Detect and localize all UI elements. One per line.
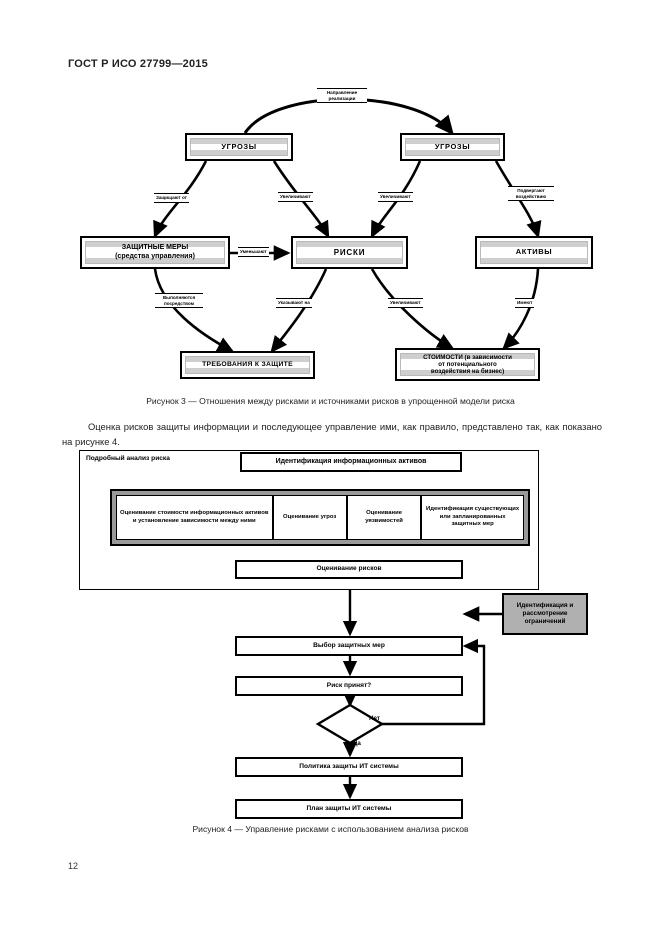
node-fill [480, 241, 588, 264]
figure4-band-cell-existing-safeguards: Идентификация существующих или запланиро… [426, 505, 520, 528]
figure3-node-costs: СТОИМОСТИ (в зависимости от потенциально… [395, 348, 540, 381]
figure4-container-title: Подробный анализ риска [86, 455, 170, 462]
figure3-label-have: Имеют [515, 298, 535, 308]
figure3-node-safeguards: ЗАЩИТНЫЕ МЕРЫ (средства управления) [80, 236, 230, 269]
figure3-label-direction: Направление реализации [317, 88, 367, 104]
figure3-label-protect-from: Защищают от [154, 193, 189, 203]
node-fill [405, 138, 500, 156]
figure-4: Подробный анализ риска Идентификация инф… [72, 447, 592, 822]
figure3-node-threats-right: УГРОЗЫ [400, 133, 505, 161]
node-fill [185, 356, 310, 374]
figure4-label-no: Нет [369, 715, 380, 722]
node-fill [296, 241, 403, 264]
figure4-node-risk-accepted: Риск принят? [235, 676, 463, 696]
figure4-assessment-band: Оценивание стоимости информационных акти… [110, 489, 530, 546]
figure3-label-expose: Подвергают воздействию [508, 186, 554, 202]
figure4-node-identify-assets: Идентификация информационных активов [240, 452, 462, 472]
figure3-label-meet: Выполняются посредством [155, 293, 203, 309]
figure3-label-increase-right: Увеличивают [378, 192, 413, 202]
figure3-node-threats-left: УГРОЗЫ [185, 133, 293, 161]
figure-3: УГРОЗЫ УГРОЗЫ ЗАЩИТНЫЕ МЕРЫ (средства уп… [60, 86, 605, 391]
costs-line-3: воздействия на бизнес) [430, 368, 505, 376]
figure4-node-it-security-policy: Политика защиты ИТ системы [235, 757, 463, 777]
figure4-assessment-band-inner: Оценивание стоимости информационных акти… [116, 495, 524, 540]
figure3-node-risks: РИСКИ [291, 236, 408, 269]
figure4-band-cell-vulnerability-assessment: Оценивание уязвимостей [348, 496, 423, 539]
node-fill [190, 138, 288, 156]
figure4-node-select-safeguards: Выбор защитных мер [235, 636, 463, 656]
page-number: 12 [68, 861, 79, 871]
figure-4-connectors [315, 472, 502, 800]
body-paragraph: Оценка рисков защиты информации и послед… [62, 421, 602, 447]
figure3-node-assets: АКТИВЫ [475, 236, 593, 269]
node-fill [85, 241, 225, 264]
figure4-node-it-security-plan: План защиты ИТ системы [235, 799, 463, 819]
figure3-label-indicate: Указывают на [276, 298, 312, 308]
page-header: ГОСТ Р ИСО 27799—2015 [68, 58, 208, 70]
figure4-node-constraints: Идентификация и рассмотрение ограничений [502, 593, 588, 635]
figure4-label-yes: Да [353, 740, 361, 747]
figure3-label-increase-left: Увеличивают [278, 192, 313, 202]
figure4-band-cell-asset-valuation: Оценивание стоимости информационных акти… [117, 496, 274, 539]
costs-line-2: от потенциального [438, 360, 497, 368]
node-fill [400, 353, 535, 376]
figure3-label-reduce: Уменьшают [238, 247, 269, 257]
figure3-label-increase-bottom: Увеличивают [388, 298, 423, 308]
costs-line-1: СТОИМОСТИ (в зависимости [423, 353, 512, 361]
safeguards-line-2: (средства управления) [115, 252, 195, 260]
figure3-node-protection-requirements: ТРЕБОВАНИЯ К ЗАЩИТЕ [180, 351, 315, 379]
safeguards-line-1: ЗАЩИТНЫЕ МЕРЫ [121, 244, 189, 252]
figure-4-caption: Рисунок 4 — Управление рисками с использ… [192, 824, 469, 834]
figure-3-caption: Рисунок 3 — Отношения между рисками и ис… [146, 396, 515, 406]
figure4-band-cell-threat-assessment: Оценивание угроз [274, 496, 348, 539]
figure4-node-risk-evaluation: Оценивание рисков [235, 560, 463, 579]
